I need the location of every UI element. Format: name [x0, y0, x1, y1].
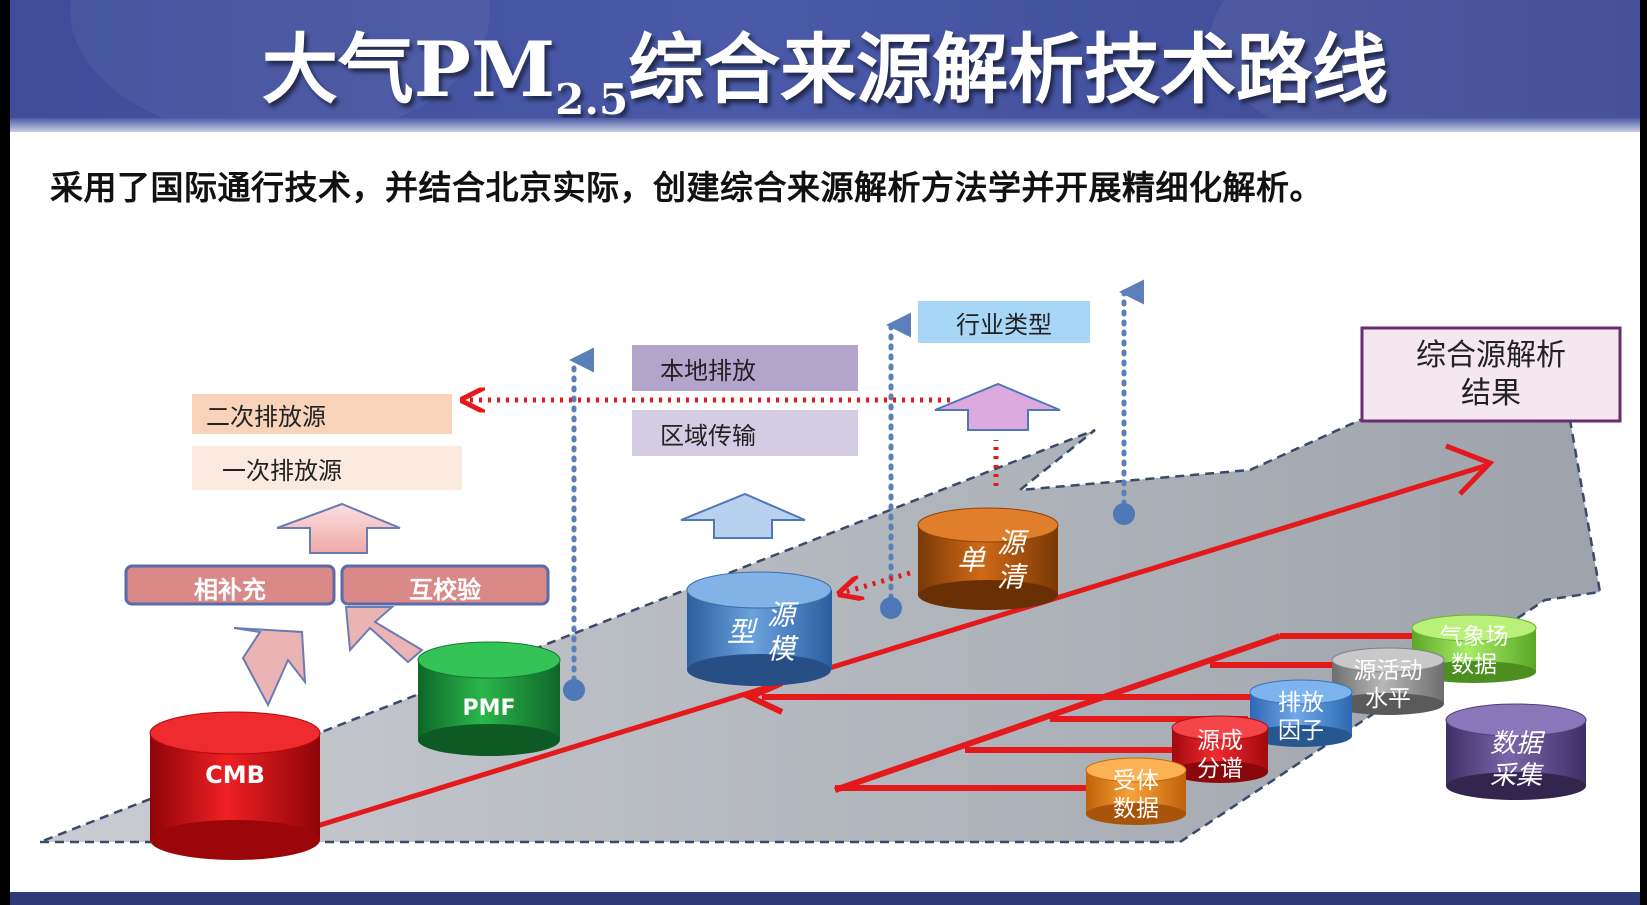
- data-collection-label: 数据 采集: [1489, 729, 1542, 791]
- route-diagram: [39, 279, 1622, 860]
- source-inventory-label: 源清单: [953, 528, 1026, 596]
- dot-markers: [563, 503, 1135, 701]
- cylinder-activity: [1331, 647, 1445, 715]
- cylinder-pmf: [417, 641, 561, 756]
- result-label: 综合源解析 结果: [1416, 337, 1566, 411]
- cylinder-source-model: [686, 571, 832, 686]
- source-model-label: 源模型: [723, 600, 796, 668]
- cylinder-source-profile: [1171, 715, 1269, 783]
- pmf-label: PMF: [462, 695, 516, 721]
- main-red-arrow: [277, 443, 1495, 841]
- slide: 大气PM2.5综合来源解析技术路线 采用了国际通行技术，并结合北京实际，创建综合…: [10, 0, 1640, 905]
- bottom-bar: [10, 892, 1640, 905]
- label-boxes: [124, 326, 1622, 606]
- cylinder-receptor-data: [1085, 757, 1187, 825]
- primary-source-label: 一次排放源: [192, 446, 462, 490]
- red-dotted-arrows: [465, 400, 999, 593]
- local-emission-label: 本地排放: [632, 345, 858, 391]
- industry-type-label: 行业类型: [918, 301, 1090, 343]
- complement-label: 相补充: [194, 575, 266, 604]
- activity-label: 源活动 水平: [1353, 658, 1423, 712]
- cross-validate-label: 互校验: [409, 575, 481, 604]
- block-arrows: [233, 382, 1061, 708]
- cylinder-cmb: [149, 711, 321, 860]
- dotted-vertical-arrows: [569, 279, 1144, 693]
- cmb-label: CMB: [205, 761, 265, 789]
- cylinder-source-inventory: [917, 507, 1059, 610]
- meteorology-label: 气象场 数据: [1439, 624, 1509, 678]
- cylinder-data-collection: [1445, 703, 1587, 800]
- header-banner: 大气PM2.5综合来源解析技术路线: [10, 0, 1640, 160]
- page-subtitle: 采用了国际通行技术，并结合北京实际，创建综合来源解析方法学并开展精细化解析。: [50, 168, 1323, 207]
- emission-factor-label: 排放 因子: [1278, 690, 1324, 744]
- page-title: 大气PM2.5综合来源解析技术路线: [261, 25, 1389, 124]
- secondary-source-label: 二次排放源: [192, 394, 452, 434]
- regional-transport-label: 区域传输: [632, 410, 858, 456]
- source-profile-label: 源成 分谱: [1197, 728, 1243, 782]
- data-flow-lines: [742, 633, 1470, 793]
- receptor-data-label: 受体 数据: [1113, 768, 1159, 822]
